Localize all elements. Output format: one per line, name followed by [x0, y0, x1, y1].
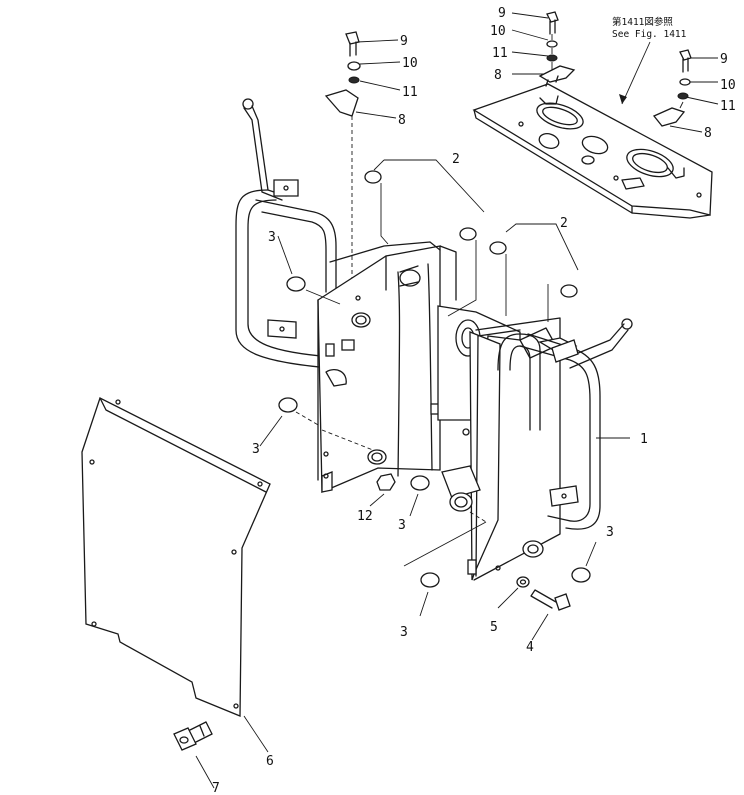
leader-lines [195, 12, 719, 789]
callout-2: 2 [560, 216, 568, 231]
callout-11: 11 [720, 99, 736, 114]
callout-9: 9 [498, 6, 506, 21]
clip-bracket-icon [324, 89, 359, 117]
bushing-icon [410, 475, 430, 491]
callout-11: 11 [492, 46, 508, 61]
reference-arrowhead [619, 94, 627, 104]
washer-icon [546, 54, 558, 62]
panel-fastener-stack-right [652, 49, 692, 127]
bushing-icon [286, 276, 306, 292]
slide-bracket [403, 465, 487, 567]
bushing-icon [420, 572, 440, 588]
clip-bracket-icon [652, 107, 686, 127]
bushing-icon [489, 241, 507, 255]
instrument-panel [472, 83, 713, 219]
callout-8: 8 [398, 113, 406, 128]
callout-10: 10 [402, 56, 418, 71]
callout-6: 6 [266, 754, 274, 769]
reference-leader [621, 41, 651, 105]
callout-3: 3 [606, 525, 614, 540]
callout-3: 3 [268, 230, 276, 245]
frame-fastener-stack-left [324, 31, 361, 300]
callout-9: 9 [720, 52, 728, 67]
callout-1: 1 [640, 432, 648, 447]
right-console-frame [437, 305, 578, 581]
callout-8: 8 [704, 126, 712, 141]
reference-note: 第1411図参照 See Fig. 1411 [612, 16, 687, 105]
bolt-head-icon [679, 49, 692, 61]
callouts: 9 10 11 8 9 10 11 8 9 10 11 8 2 2 3 3 3 … [212, 6, 736, 795]
bushing-icon [278, 397, 298, 413]
upper-bushings [364, 170, 578, 322]
reference-note-jp: 第1411図参照 [612, 16, 673, 28]
bolt-head-icon [554, 593, 571, 611]
bolt-head-icon [173, 727, 197, 751]
cover-plate [81, 397, 271, 717]
spring-washer-icon [347, 61, 361, 71]
bushing-icon [367, 449, 387, 465]
bushings [278, 276, 591, 588]
main-frame [317, 241, 457, 493]
callout-3: 3 [398, 518, 406, 533]
bushing-icon [522, 540, 544, 558]
washer-icon [677, 92, 689, 100]
callout-3: 3 [400, 625, 408, 640]
bushing-icon [364, 170, 382, 184]
bolt-head-icon [546, 11, 559, 23]
nut-icon [376, 473, 396, 491]
panel-fastener-stack-center [538, 11, 576, 87]
callout-2: 2 [452, 152, 460, 167]
washer-icon [516, 576, 530, 588]
left-grab-handle [235, 98, 337, 369]
bushing-icon [459, 227, 477, 241]
callout-9: 9 [400, 34, 408, 49]
bushing-icon [560, 284, 578, 298]
callout-12: 12 [357, 509, 373, 524]
bushing-icon [351, 312, 371, 328]
callout-5: 5 [490, 620, 498, 635]
reference-note-en: See Fig. 1411 [612, 29, 687, 40]
callout-10: 10 [720, 78, 736, 93]
callout-10: 10 [490, 24, 506, 39]
callout-4: 4 [526, 640, 534, 655]
spring-washer-icon [679, 78, 691, 86]
bushing-icon [571, 567, 591, 583]
right-grab-handle [497, 318, 633, 530]
cover-bolt [173, 721, 213, 751]
spring-washer-icon [546, 40, 558, 48]
washer-icon [348, 76, 360, 84]
callout-7: 7 [212, 781, 220, 795]
small-hardware [376, 473, 571, 611]
callout-3: 3 [252, 442, 260, 457]
callout-11: 11 [402, 85, 418, 100]
callout-8: 8 [494, 68, 502, 83]
